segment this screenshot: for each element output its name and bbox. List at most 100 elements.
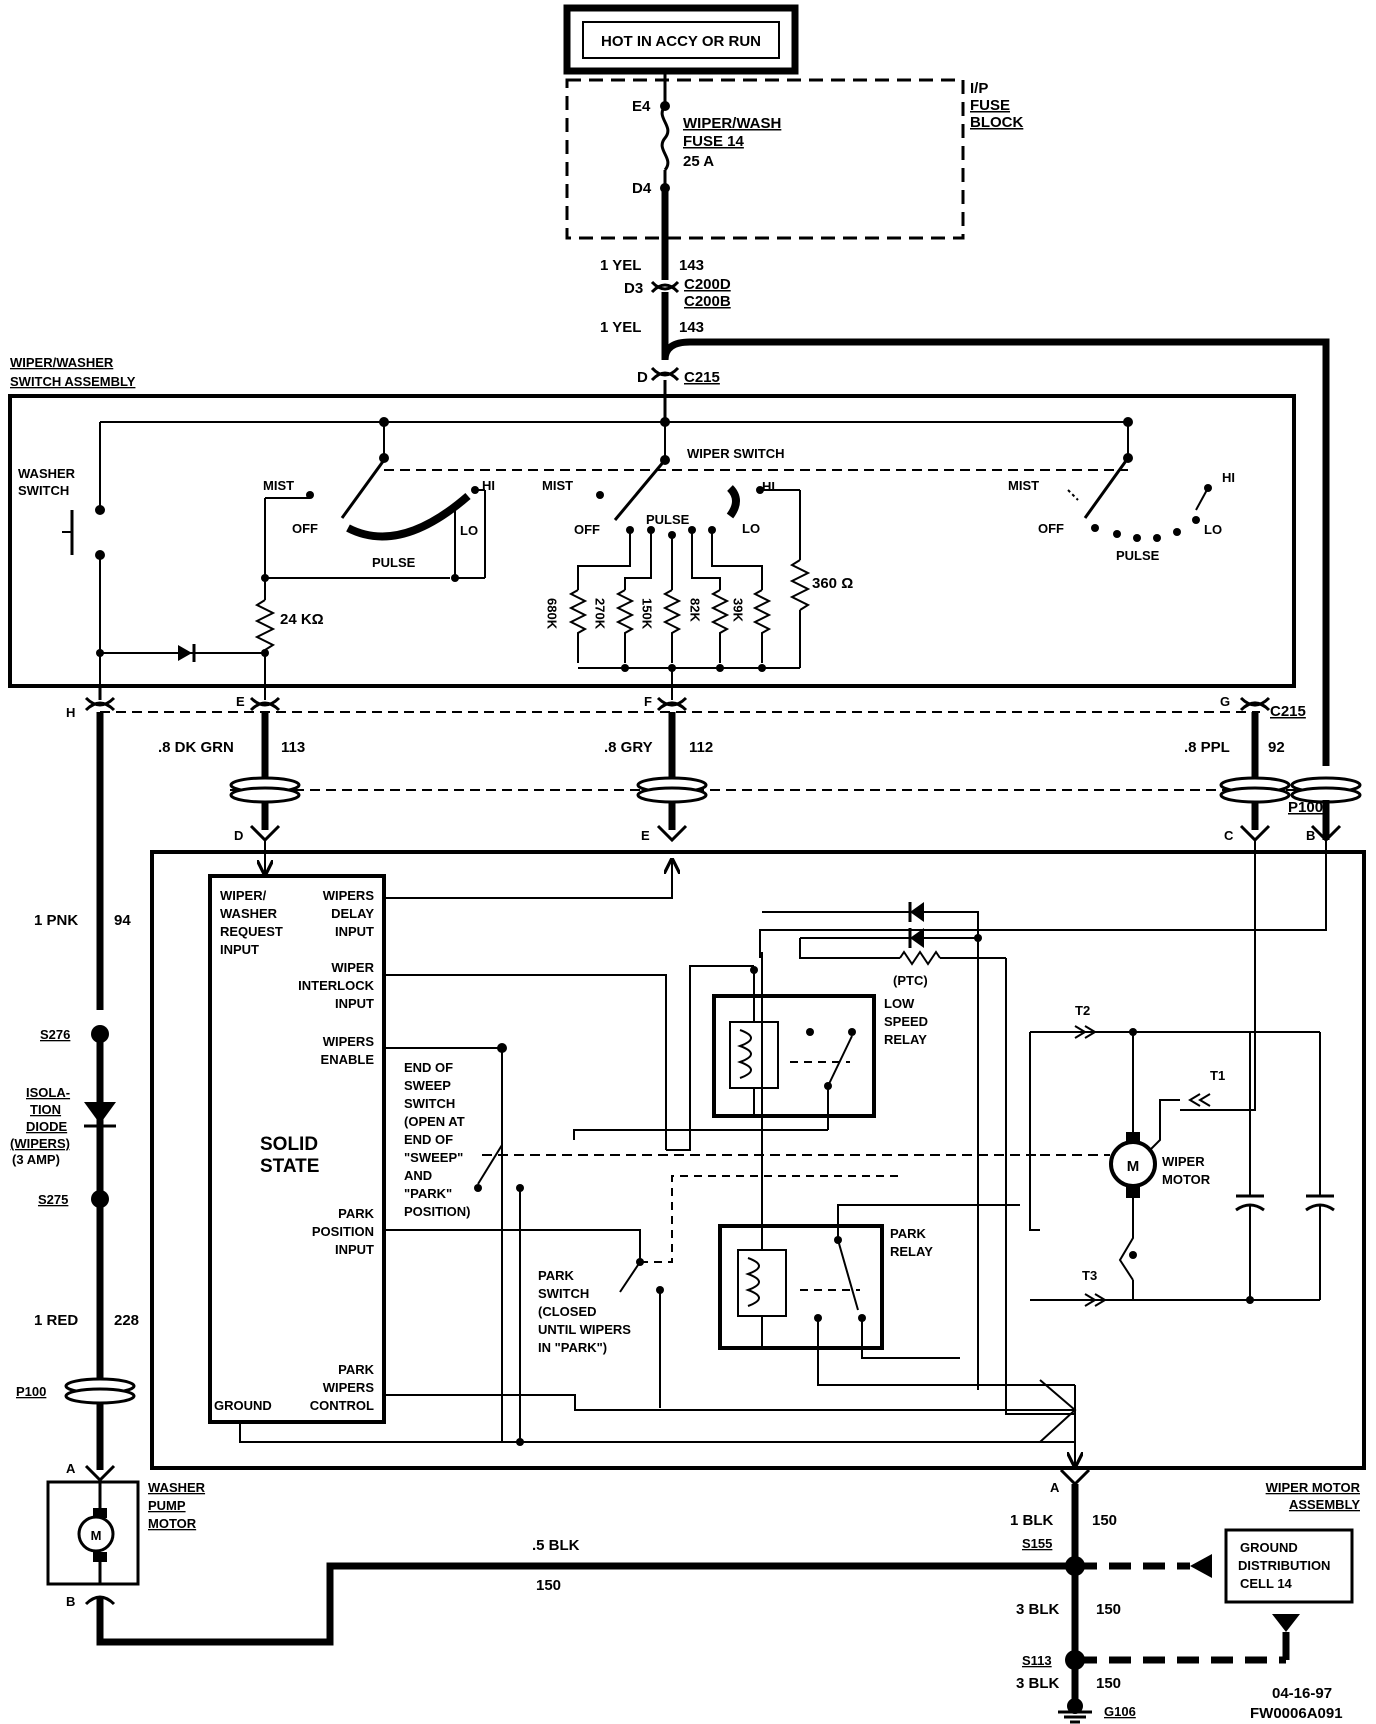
resistor-270k: 270K <box>593 598 608 630</box>
ground-cell-2: DISTRIBUTION <box>1238 1558 1330 1573</box>
resistor-360-icon <box>789 559 811 611</box>
t2-label: T2 <box>1075 1003 1090 1018</box>
t3-terminal-icon <box>1084 1293 1107 1307</box>
c215-pin-e-label: E <box>236 694 245 709</box>
delay-input-3: INPUT <box>335 924 374 939</box>
park-switch-2: SWITCH <box>538 1286 589 1301</box>
park-switch-3: (CLOSED <box>538 1304 597 1319</box>
washer-pump-box <box>46 1480 140 1586</box>
circuit-92: 92 <box>1268 739 1285 756</box>
wire-pnk: 1 PNK <box>34 912 78 929</box>
park-switch-4: UNTIL WIPERS <box>538 1322 631 1337</box>
power-source-box: HOT IN ACCY OR RUN <box>563 4 799 75</box>
wire-to-motor-b <box>661 338 1330 766</box>
eos-5: END OF <box>404 1132 453 1147</box>
c215-pin-f-label: F <box>644 694 652 709</box>
capacitor-2-icon <box>1305 1203 1335 1212</box>
center-off: OFF <box>574 522 600 537</box>
ground-wire-1: 1 BLK <box>1010 1512 1054 1529</box>
switch-assembly: WIPER/WASHER SWITCH ASSEMBLY WASHER SWIT… <box>8 355 1296 700</box>
center-pulse: PULSE <box>646 512 690 527</box>
washer-circuit: 1 PNK 94 S276 ISOLA- TION DIODE (WIPERS)… <box>10 912 1075 1646</box>
feed-connector-b: C200B <box>684 293 731 310</box>
footer-code: FW0006A091 <box>1250 1705 1343 1722</box>
park-relay-1: PARK <box>890 1226 926 1241</box>
wiper-switch-label: WIPER SWITCH <box>687 446 785 461</box>
wiper-motor-label-1: WIPER <box>1162 1154 1205 1169</box>
feed-wire-2: 1 YEL <box>600 319 641 336</box>
fuse-rating: 25 A <box>683 153 714 170</box>
low-speed-relay <box>712 994 876 1118</box>
resistor-39k-icon <box>752 589 772 663</box>
solid-state-1: SOLID <box>260 1134 318 1155</box>
eos-2: SWEEP <box>404 1078 451 1093</box>
c215-pin-h: H <box>66 686 116 720</box>
switch-assembly-title: WIPER/WASHER <box>10 355 114 370</box>
left-lo: LO <box>460 523 478 538</box>
p100-grommet-b <box>1290 776 1362 804</box>
diode-label-1: ISOLA- <box>26 1085 70 1100</box>
eos-3: SWITCH <box>404 1096 455 1111</box>
park-relay-coil-icon <box>745 1257 760 1307</box>
resistor-39k: 39K <box>731 598 746 622</box>
fuse-block-title-3: BLOCK <box>970 114 1023 131</box>
diode-label-5: (3 AMP) <box>12 1152 60 1167</box>
right-mist: MIST <box>1008 478 1039 493</box>
feed-wire-1: 1 YEL <box>600 257 641 274</box>
resistor-82k: 82K <box>688 598 703 622</box>
pump-label-3: MOTOR <box>148 1516 197 1531</box>
enable-1: WIPERS <box>323 1034 375 1049</box>
motor-pin-b: B <box>1306 828 1315 843</box>
ground-circuit: A 1 BLK 150 S155 GROUND DISTRIBUTION CEL… <box>1010 1468 1354 1724</box>
left-mist: MIST <box>263 478 294 493</box>
resistor-150k: 150K <box>640 598 655 630</box>
interlock-2: INTERLOCK <box>298 978 374 993</box>
pump-motor-m: M <box>91 1528 102 1543</box>
eos-7: AND <box>404 1168 432 1183</box>
fuse-block-title-2: FUSE <box>970 97 1010 114</box>
c215-label: C215 <box>684 369 720 386</box>
wiper-motor-assembly: WIPER MOTOR ASSEMBLY SOLID STATE WIPER/ … <box>150 840 1366 1512</box>
wire-blk-05: .5 BLK <box>532 1537 580 1554</box>
splice-s113: S113 <box>1022 1653 1052 1668</box>
motor-pin-d: D <box>234 828 243 843</box>
wiper-motor-label-2: MOTOR <box>1162 1172 1211 1187</box>
ptc-label: (PTC) <box>893 973 928 988</box>
left-pulse: PULSE <box>372 555 416 570</box>
feed-connector-a: C200D <box>684 276 731 293</box>
eos-4: (OPEN AT <box>404 1114 465 1129</box>
fuse-terminal-out: D4 <box>632 180 652 197</box>
low-relay-3: RELAY <box>884 1032 927 1047</box>
park-input-3: INPUT <box>335 1242 374 1257</box>
park-switch-1: PARK <box>538 1268 574 1283</box>
c215-right-label: C215 <box>1270 703 1306 720</box>
right-lo: LO <box>1204 522 1222 537</box>
circuit-94: 94 <box>114 912 131 929</box>
ground-cell-3: CELL 14 <box>1240 1576 1293 1591</box>
resistor-82k-icon <box>710 589 730 663</box>
resistor-24k: 24 KΩ <box>280 611 324 628</box>
circuit-228: 228 <box>114 1312 139 1329</box>
c215-pin-f: F <box>644 694 688 712</box>
ground-point-g106: G106 <box>1104 1704 1136 1719</box>
source-title: HOT IN ACCY OR RUN <box>601 33 761 50</box>
wire-ppl: .8 PPL <box>1184 739 1230 756</box>
delay-input-1: WIPERS <box>323 888 375 903</box>
wire-red: 1 RED <box>34 1312 78 1329</box>
motor-assembly-title-1: WIPER MOTOR <box>1266 1480 1361 1495</box>
low-relay-1: LOW <box>884 996 915 1011</box>
pump-label-2: PUMP <box>148 1498 186 1513</box>
p100-label: P100 <box>1288 799 1323 816</box>
req-input-3: REQUEST <box>220 924 283 939</box>
resistor-270k-icon <box>615 589 635 663</box>
park-ctrl-1: PARK <box>338 1362 374 1377</box>
c215-pin-g-label: G <box>1220 694 1230 709</box>
resistor-360: 360 Ω <box>812 575 853 592</box>
pump-motor-icon <box>77 1515 115 1553</box>
switch-to-motor-wires: .8 DK GRN 113 .8 GRY 112 .8 PPL 92 P100 … <box>96 712 1362 1010</box>
wire-dkgrn: .8 DK GRN <box>158 739 234 756</box>
fuse-block: I/P FUSE BLOCK E4 D4 WIPER/WASH FUSE 14 … <box>565 71 1023 240</box>
ground-cell-box <box>1224 1528 1354 1604</box>
solid-state-2: STATE <box>260 1156 319 1177</box>
